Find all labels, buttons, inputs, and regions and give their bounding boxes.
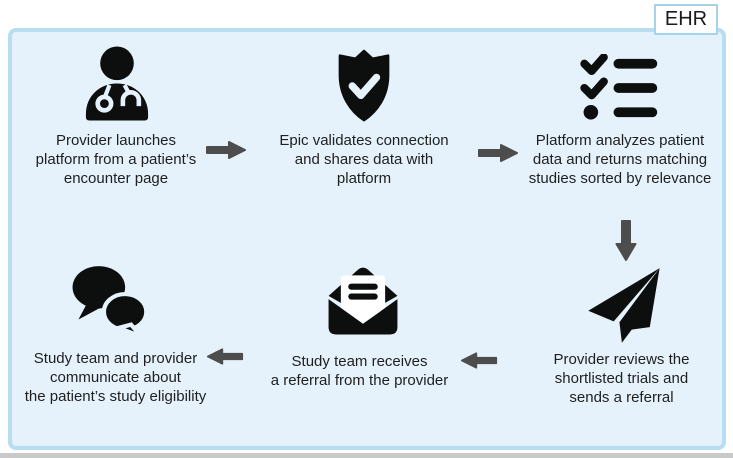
doctor-icon <box>75 44 159 128</box>
arrow-down-icon <box>613 219 639 263</box>
step-caption-review: Provider reviews the shortlisted trials … <box>524 350 719 407</box>
paper-plane-icon <box>583 264 669 346</box>
caption-line: a referral from the provider <box>270 372 449 389</box>
ehr-tab: EHR <box>654 4 718 35</box>
step-caption-validate: Epic validates connection and shares dat… <box>264 131 464 188</box>
caption-line: Study team and provider <box>33 350 198 367</box>
chat-bubbles-icon <box>64 261 154 339</box>
caption-line: platform <box>336 170 392 187</box>
open-envelope-icon <box>321 259 405 341</box>
caption-line: communicate about <box>50 369 181 386</box>
arrow-right-icon <box>205 139 247 161</box>
caption-line: platform from a patient’s <box>35 151 197 168</box>
caption-line: Provider reviews the <box>553 351 690 368</box>
step-caption-communicate: Study team and provider communicate abou… <box>8 349 223 406</box>
caption-line: sends a referral <box>569 389 674 406</box>
caption-line: the patient’s study eligibility <box>24 388 207 405</box>
arrow-left-icon <box>206 346 244 367</box>
caption-line: shortlisted trials and <box>554 370 689 387</box>
step-caption-analyze: Platform analyzes patient data and retur… <box>512 131 728 188</box>
checklist-icon <box>579 54 661 122</box>
caption-line: studies sorted by relevance <box>528 170 712 187</box>
caption-line: data and returns matching <box>532 151 708 168</box>
caption-line: Epic validates connection <box>279 132 449 149</box>
shield-check-icon <box>325 46 403 126</box>
ehr-tab-label: EHR <box>664 8 708 30</box>
caption-line: Platform analyzes patient <box>535 132 705 149</box>
page-bottom-shadow <box>0 453 733 458</box>
caption-line: Provider launches <box>55 132 177 149</box>
caption-line: encounter page <box>63 170 169 187</box>
caption-line: Study team receives <box>291 353 428 370</box>
arrow-left-icon <box>460 350 498 371</box>
step-caption-launch: Provider launches platform from a patien… <box>16 131 216 188</box>
caption-line: and shares data with <box>294 151 434 168</box>
arrow-right-icon <box>477 142 519 164</box>
step-caption-receive: Study team receives a referral from the … <box>252 352 467 390</box>
